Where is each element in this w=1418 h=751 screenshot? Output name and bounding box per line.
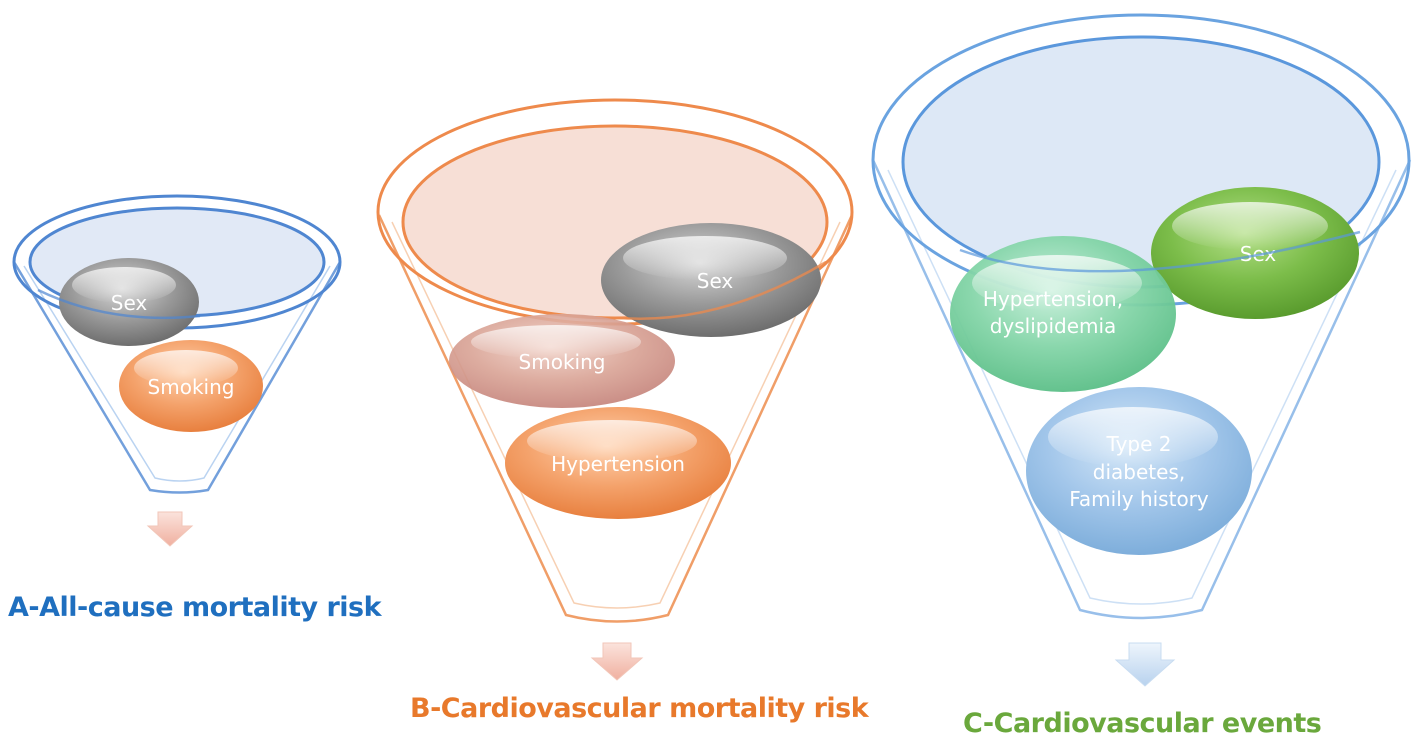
factor-bubble: Sex (59, 258, 199, 346)
factor-bubble: Sex (601, 223, 821, 337)
bubble-label: Sex (697, 269, 734, 293)
funnel-b: Sex Smoking Hypertension (376, 98, 854, 681)
funnel-c: Sex Hypertension, dyslipidemia Type 2 di… (871, 13, 1412, 687)
arrow-down-icon (146, 511, 194, 547)
factor-bubble: Hypertension (505, 407, 731, 519)
bubble-label: Sex (111, 291, 148, 315)
caption-cardiovascular-events: C-Cardiovascular events (963, 708, 1322, 739)
arrow-down-icon (590, 642, 644, 681)
factor-bubble: Smoking (119, 340, 263, 432)
caption-all-cause-mortality: A-All-cause mortality risk (8, 592, 382, 623)
arrow-down-icon (1114, 642, 1176, 687)
bubble-label: Type 2 (1105, 432, 1171, 456)
bubble-label: dyslipidemia (990, 314, 1117, 338)
bubble-label: Smoking (148, 375, 235, 399)
bubble-label: Hypertension (551, 452, 685, 476)
caption-cardiovascular-mortality: B-Cardiovascular mortality risk (410, 693, 869, 724)
bubble-label: Hypertension, (983, 287, 1123, 311)
factor-bubble: Smoking (449, 314, 675, 408)
factor-bubble: Hypertension, dyslipidemia (950, 236, 1176, 392)
funnel-a-body (12, 261, 342, 494)
factor-bubble: Type 2 diabetes, Family history (1026, 387, 1252, 555)
factor-bubble: Sex (1151, 187, 1359, 319)
funnel-a: Sex Smoking (12, 194, 342, 547)
funnel-c-body (871, 159, 1412, 620)
bubble-label: Family history (1069, 487, 1209, 511)
bubble-label: Smoking (519, 350, 606, 374)
bubble-label: diabetes, (1093, 460, 1185, 484)
funnel-b-body (377, 214, 854, 623)
